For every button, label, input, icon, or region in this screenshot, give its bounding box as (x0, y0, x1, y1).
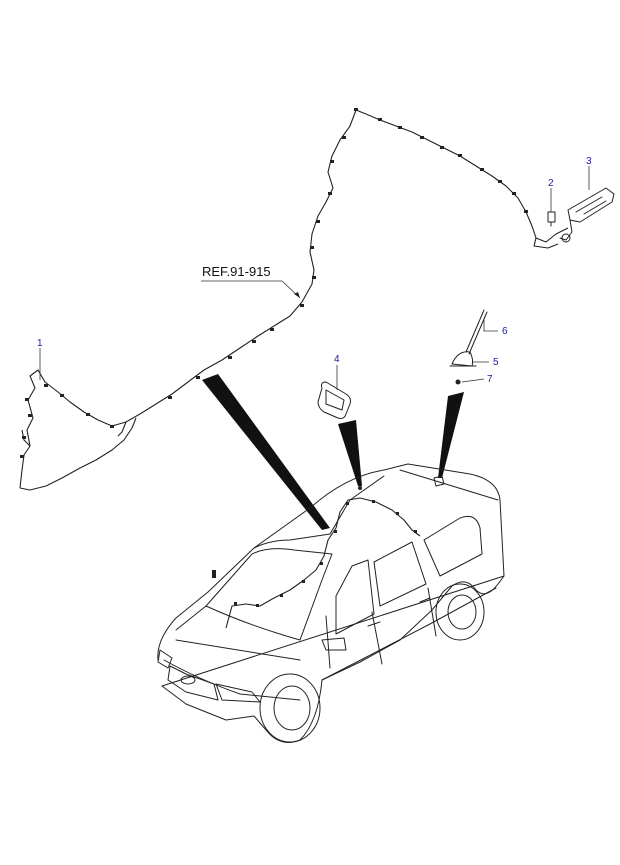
callout-3: 3 (586, 156, 592, 167)
harness-clips (20, 108, 528, 458)
callout-1: 1 (37, 338, 43, 349)
leader-lines (39, 166, 590, 390)
reference-label: REF.91-915 (202, 264, 271, 279)
callout-7: 7 (487, 374, 493, 385)
roof-wiring-harness (19, 108, 569, 491)
roof-antenna (449, 309, 488, 385)
pointer-wedges (202, 374, 464, 530)
callout-6: 6 (502, 326, 508, 337)
minivan (157, 463, 505, 743)
part-4-seal (317, 381, 351, 419)
callout-2: 2 (548, 178, 554, 189)
callout-4: 4 (334, 354, 340, 365)
callout-5: 5 (493, 357, 499, 368)
antenna-module (547, 187, 615, 243)
